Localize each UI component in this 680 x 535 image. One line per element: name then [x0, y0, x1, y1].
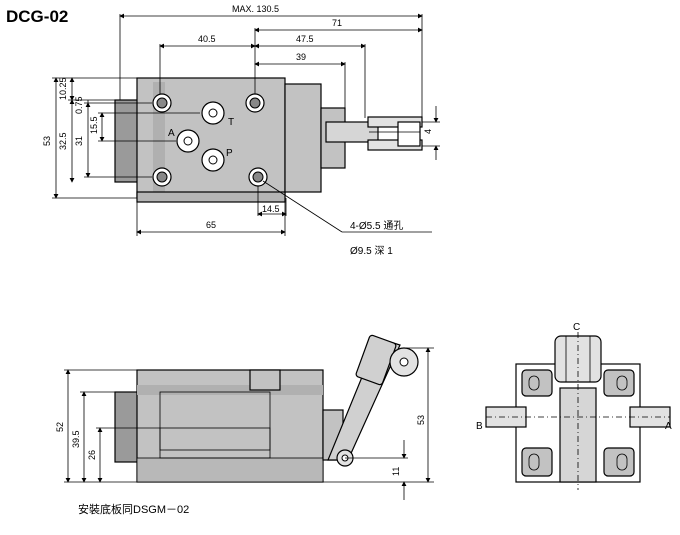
end-valve-body	[485, 332, 671, 490]
dim-max-length: MAX. 130.5	[232, 4, 279, 14]
port-t-circle	[201, 101, 225, 125]
dim-4: 4	[423, 129, 433, 134]
end-view-label-b: B	[476, 421, 483, 432]
side-roller-lever	[327, 334, 419, 467]
dim-31: 31	[74, 136, 84, 146]
dim-71: 71	[332, 18, 342, 28]
mounting-hole	[245, 93, 265, 113]
dim-11: 11	[391, 467, 401, 476]
hole-note-through: 4-Ø5.5 通孔	[350, 220, 403, 232]
end-view: C B A	[476, 322, 672, 490]
side-dimension-lines	[64, 347, 434, 500]
dim-65: 65	[206, 220, 216, 230]
mounting-hole	[152, 167, 172, 187]
drawing-title: DCG-02	[6, 7, 68, 26]
dim-39-5: 39.5	[71, 430, 81, 448]
dim-39: 39	[296, 52, 306, 62]
dim-15-5: 15.5	[89, 116, 99, 134]
end-view-label-c: C	[573, 322, 580, 333]
dim-10-25: 10.25	[58, 77, 68, 100]
dim-0-75: 0.75	[74, 96, 84, 114]
port-p-label: P	[226, 148, 233, 159]
dim-32-5: 32.5	[58, 132, 68, 150]
side-view: 52 39.5 26 53 11	[55, 334, 434, 500]
top-view: A T P MAX. 130.5 71 40.5 47.5 39	[42, 4, 440, 257]
dim-47-5: 47.5	[296, 34, 314, 44]
dim-14-5: 14.5	[262, 204, 280, 214]
port-t-label: T	[228, 117, 234, 128]
footnote: 安裝底板同DSGM－02	[78, 502, 189, 516]
left-dimension-lines	[52, 77, 200, 199]
dim-52: 52	[55, 422, 65, 432]
dim-40-5: 40.5	[198, 34, 216, 44]
bottom-dimension-lines	[136, 180, 432, 236]
end-view-label-a: A	[665, 421, 672, 432]
dim-53-right: 53	[416, 415, 426, 425]
port-a-circle	[176, 129, 200, 153]
mounting-hole	[152, 93, 172, 113]
port-p-circle	[201, 148, 225, 172]
hole-note-counterbore: Ø9.5 深 1	[350, 245, 393, 257]
dim-53-left: 53	[42, 136, 52, 146]
port-a-label: A	[168, 128, 175, 139]
top-dimension-lines	[119, 13, 423, 118]
side-valve-body	[114, 369, 344, 483]
mounting-hole	[248, 167, 268, 187]
dim-26: 26	[87, 450, 97, 460]
dim-4-lines	[422, 106, 440, 160]
